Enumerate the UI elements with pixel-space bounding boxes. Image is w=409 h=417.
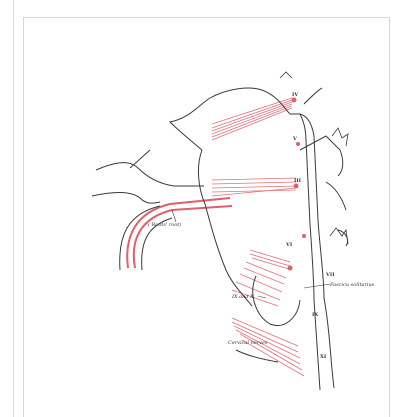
numeral-4: VI xyxy=(285,242,293,248)
numeral-7: XI xyxy=(320,354,327,360)
fiber-fan-top xyxy=(212,98,292,140)
label-ix-x: IX and X xyxy=(231,294,254,300)
fiber-fan-middle xyxy=(212,178,296,196)
fiber-fan-bottom xyxy=(232,318,304,376)
label-cervical: Cervical nerves xyxy=(228,340,268,346)
label-fasciculus-text: Fascicu solitarius xyxy=(329,282,375,288)
numeral-6: IX xyxy=(312,312,318,318)
numeral-5: VII xyxy=(325,272,335,278)
numeral-2: V xyxy=(292,136,297,142)
ganglion-marks xyxy=(280,72,348,244)
label-fasciculus: Fascicu solitarius xyxy=(329,282,375,288)
numeral-3: III xyxy=(294,178,302,184)
nerve-roots xyxy=(127,198,232,268)
label-roots: ( Roots' root) xyxy=(148,221,181,228)
numeral-1: IV xyxy=(292,92,298,98)
fiber-bundles xyxy=(212,98,304,376)
